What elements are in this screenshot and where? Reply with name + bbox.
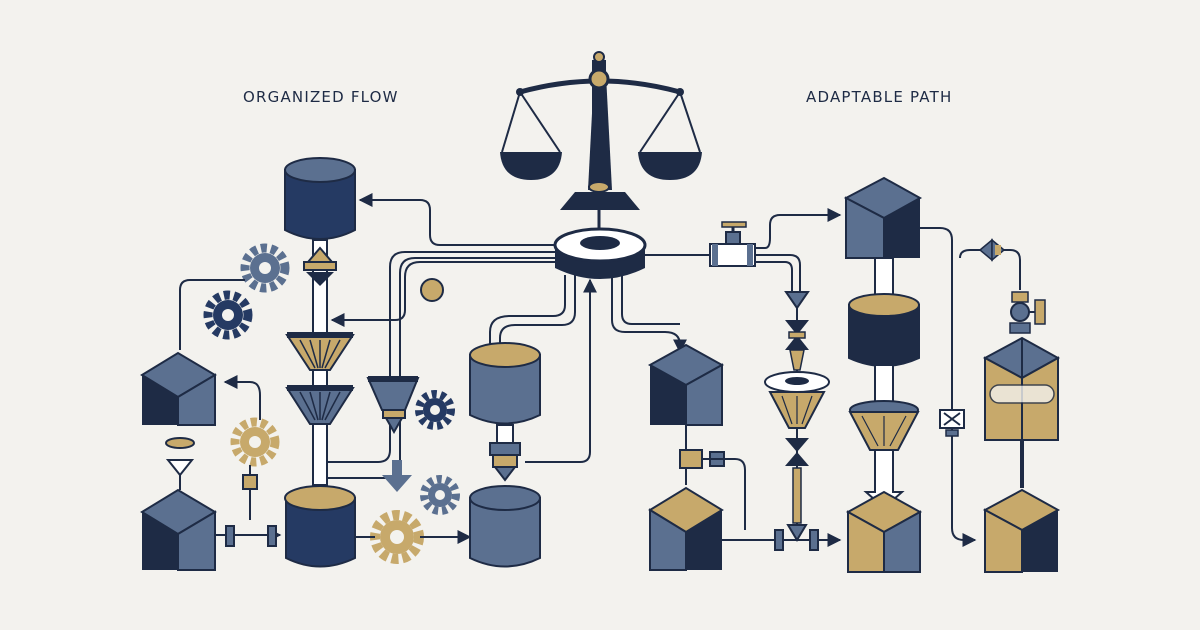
valve-icon: [709, 221, 756, 267]
cylinder-tank-icon: [284, 157, 356, 240]
vertical-valve-column: [764, 291, 830, 542]
valve-icon: [1009, 291, 1046, 334]
gear-icon: [203, 290, 253, 340]
funnel-icon: [848, 400, 920, 451]
cylinder-tank-icon: [284, 485, 356, 568]
balance-scale-icon: [500, 51, 702, 232]
cylinder-tank-icon: [469, 485, 541, 568]
valve-icon: [489, 424, 521, 482]
adaptable-path-label: ADAPTABLE PATH: [806, 88, 953, 106]
gear-icon: [415, 390, 455, 430]
funnel-icon: [366, 376, 420, 435]
gear-icon: [370, 510, 424, 564]
cube-container-icon: [140, 488, 217, 571]
cube-container-icon: [982, 488, 1061, 573]
valve-icon: [215, 525, 282, 547]
valve-icon: [939, 409, 965, 437]
cube-container-icon: [982, 336, 1061, 441]
cube-container-icon: [648, 486, 724, 571]
cube-container-icon: [843, 176, 923, 259]
flow-arrow-icon: [382, 460, 412, 492]
cylinder-tank-icon: [469, 342, 541, 425]
gold-node: [420, 278, 444, 302]
valve-icon: [165, 437, 195, 490]
valve-icon: [978, 238, 1006, 262]
cube-container-icon: [140, 351, 217, 426]
funnel-icon: [285, 332, 355, 425]
cylinder-tank-icon: [848, 293, 920, 367]
cube-container-icon: [845, 490, 923, 573]
pipe-network: [322, 193, 842, 479]
cube-container-icon: [647, 343, 725, 426]
gear-icon: [240, 243, 290, 293]
gear-icon: [230, 417, 280, 467]
central-hub: [553, 227, 647, 279]
gear-icon: [420, 475, 460, 515]
organized-flow-label: ORGANIZED FLOW: [243, 88, 399, 106]
